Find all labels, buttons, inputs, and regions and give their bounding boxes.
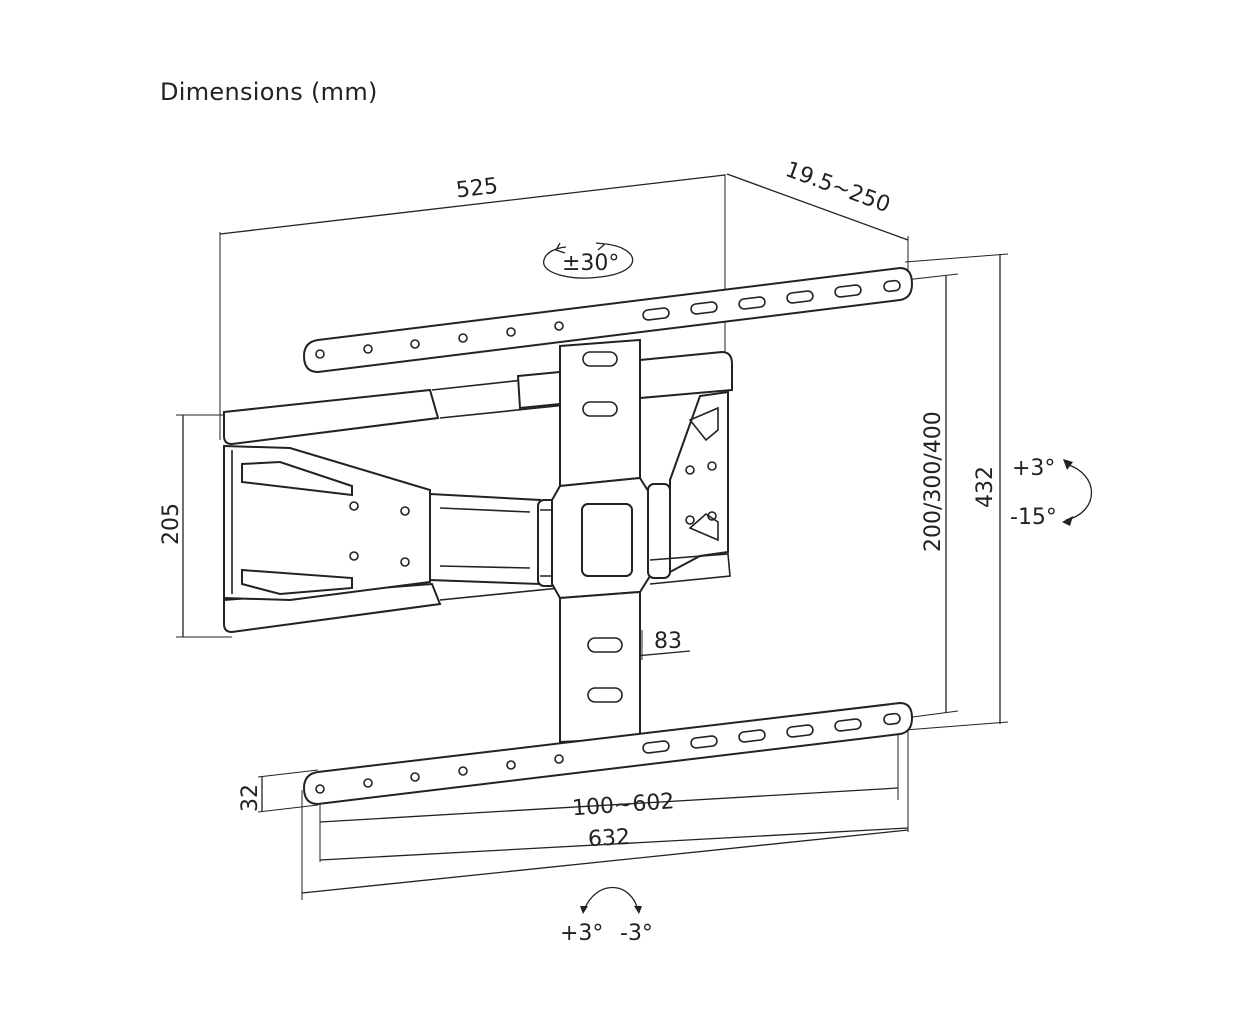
dim-width-top: 525	[455, 174, 500, 204]
dimension-lines	[176, 173, 1009, 900]
dim-tilt-up: +3°	[1012, 456, 1055, 481]
center-vertical-plate	[551, 338, 651, 744]
dim-vesa-vertical: 200/300/400	[921, 411, 946, 552]
dim-level-plus: +3°	[560, 921, 603, 946]
tilt-bracket-right	[647, 390, 731, 585]
wall-plate-arm-left	[223, 350, 733, 634]
top-rail	[302, 266, 914, 374]
level-arrow-icon	[580, 886, 642, 914]
tilt-arrow-icon	[1062, 459, 1092, 526]
dim-plate-width: 83	[654, 629, 682, 654]
dim-swivel: ±30°	[562, 251, 619, 276]
bottom-rail	[302, 701, 914, 806]
dim-vesa-horizontal: 100~602	[571, 789, 675, 821]
dim-level-minus: -3°	[620, 921, 653, 946]
dim-rail-height: 32	[238, 784, 263, 812]
dim-tilt-down: -15°	[1010, 505, 1057, 530]
dim-rail-width: 632	[587, 825, 630, 852]
dim-total-height: 432	[973, 466, 998, 508]
swivel-arrow-icon	[543, 242, 634, 279]
dim-arm-height: 205	[159, 503, 184, 545]
page-title: Dimensions (mm)	[160, 78, 378, 106]
arm-joint-center	[429, 492, 561, 587]
dim-depth: 19.5~250	[782, 157, 893, 218]
